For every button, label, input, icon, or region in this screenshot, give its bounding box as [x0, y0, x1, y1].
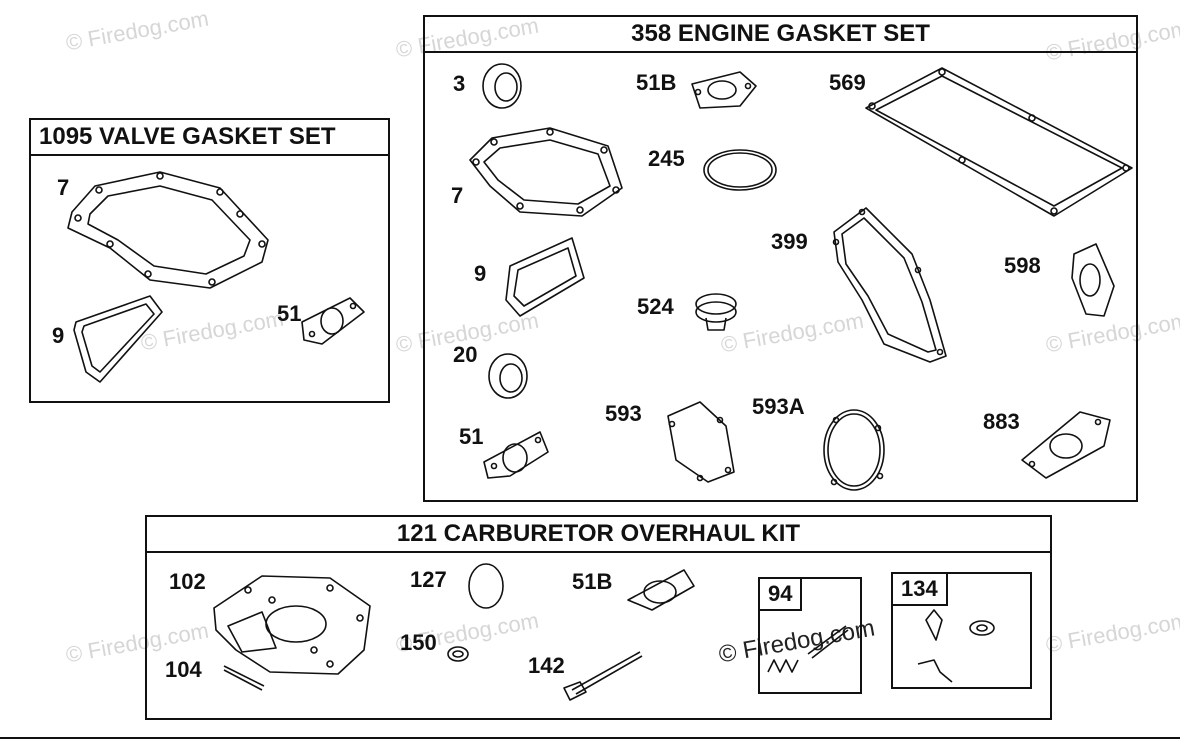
spring-needle [767, 625, 849, 673]
breather-gasket [505, 237, 585, 317]
valve-cover-gasket [73, 295, 163, 383]
part-label: 598 [1004, 253, 1041, 278]
intake-gasket-b [691, 71, 757, 109]
part-label: 569 [829, 70, 866, 95]
cover-gasket-593a [823, 409, 885, 491]
carburetor-body-gasket [213, 575, 371, 675]
part-label: 20 [453, 342, 478, 367]
engine-gasket-set-panel: 358 ENGINE GASKET SET [423, 15, 1138, 502]
part-label: 142 [528, 653, 565, 678]
part-label: 9 [52, 323, 65, 348]
part-label: 102 [169, 569, 206, 594]
diaphragm-disc [468, 563, 504, 609]
part-label: 9 [474, 261, 487, 286]
float-needle-seat [917, 609, 995, 683]
bottom-rule [0, 737, 1180, 739]
part-label: 7 [451, 183, 464, 208]
washer [447, 646, 469, 662]
kit-134-box: 134 [891, 572, 1032, 689]
cylinder-head-gasket [67, 171, 269, 289]
part-label: 3 [453, 71, 466, 96]
part-label: 127 [410, 567, 447, 592]
part-label: 51B [572, 569, 613, 594]
kit-94-box: 94 [758, 577, 862, 694]
carb-gasket-51b [627, 569, 695, 611]
part-label: 7 [57, 175, 70, 200]
part-label: 104 [165, 657, 202, 682]
needle-valve [563, 651, 643, 701]
part-label: 51B [636, 70, 677, 95]
part-label: 150 [400, 630, 437, 655]
part-label: 399 [771, 229, 808, 254]
valve-gasket-set-panel: 1095 VALVE GASKET SET [29, 118, 390, 403]
cover-gasket-593 [667, 401, 735, 483]
part-label: 51 [459, 424, 484, 449]
intake-gasket [301, 297, 365, 345]
kit-134-label: 134 [893, 574, 948, 606]
o-ring [703, 149, 777, 191]
engine-gasket-set-title: 358 ENGINE GASKET SET [425, 17, 1136, 53]
exhaust-gasket-598 [1071, 243, 1115, 317]
exhaust-gasket-883 [1021, 411, 1111, 479]
head-gasket [469, 127, 623, 217]
carburetor-kit-title: 121 CARBURETOR OVERHAUL KIT [147, 517, 1050, 553]
part-label: 593 [605, 401, 642, 426]
part-label: 245 [648, 146, 685, 171]
valve-gasket-set-title: 1095 VALVE GASKET SET [31, 120, 388, 156]
part-label: 883 [983, 409, 1020, 434]
intake-gasket-51 [483, 431, 549, 479]
crankcase-gasket [832, 207, 947, 363]
kit-94-label: 94 [760, 579, 803, 611]
pin [223, 665, 265, 691]
part-label: 524 [637, 294, 674, 319]
oil-seal-20 [488, 353, 528, 399]
oil-seal [482, 63, 522, 109]
rocker-cover-gasket [865, 67, 1133, 217]
part-label: 593A [752, 394, 805, 419]
carburetor-kit-panel: 121 CARBURETOR OVERHAUL KIT [145, 515, 1052, 720]
part-label: 51 [277, 301, 302, 326]
breather-valve [695, 293, 737, 331]
